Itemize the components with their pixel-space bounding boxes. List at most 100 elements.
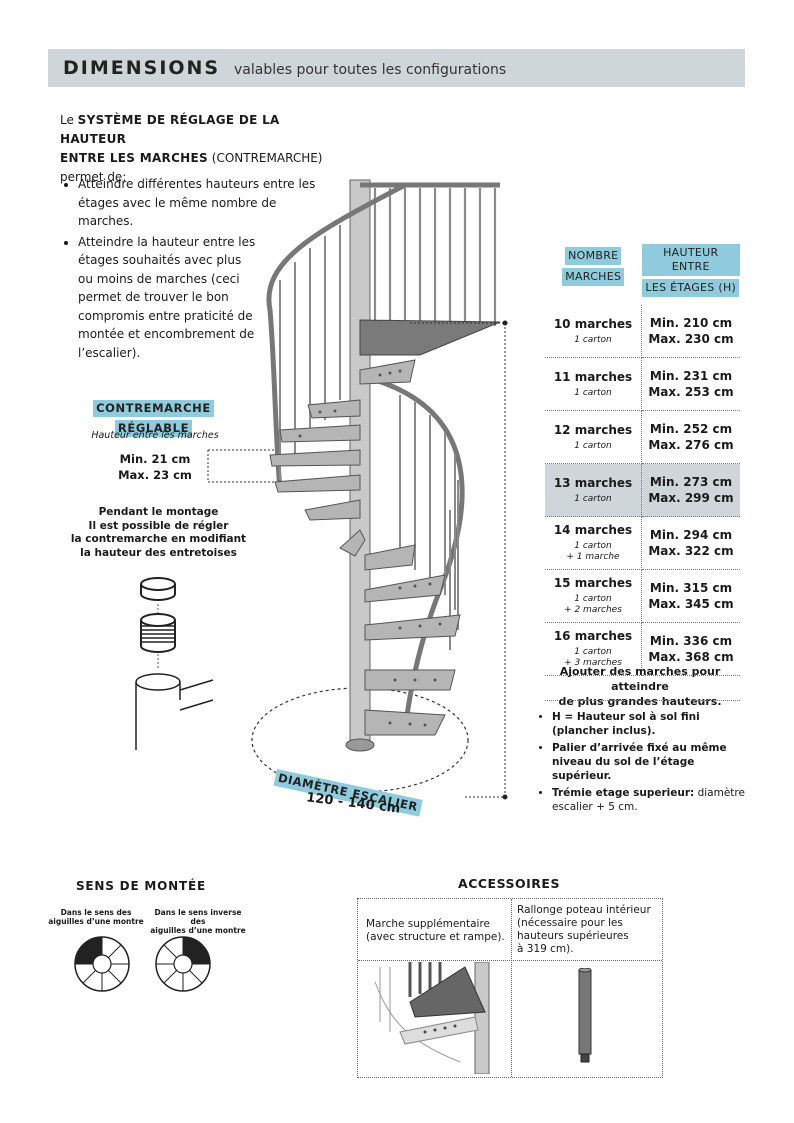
intro-prefix: Le [60,113,78,127]
row-extra: + 3 marches [564,658,622,668]
row-min: Min. 315 cm [649,581,733,595]
height-dimension [410,322,506,798]
header-label: MARCHES [562,268,625,286]
step [274,474,361,493]
row-steps: 10 marches [553,316,633,331]
counterclockwise-label-line: Dans le sens inverse des [154,908,242,926]
row-max: Max. 299 cm [648,491,734,505]
climb-direction-title: SENS DE MONTÉE [75,879,206,893]
note-bold: Trémie etage superieur: [552,787,695,799]
intro-bold-1: SYSTÈME DE RÉGLAGE DE LA HAUTEUR [60,113,280,146]
row-extra: + 1 marche [566,552,620,562]
step [364,669,456,691]
riser-dimension [207,449,275,483]
note-item: Trémie etage superieur: diamètre escalie… [552,786,752,814]
contremarche-subtitle: Hauteur entre les marches [91,430,219,441]
clockwise-label-line: Dans le sens des [60,908,132,917]
section-header: DIMENSIONS valables pour toutes les conf… [48,49,745,87]
accessory-line: à 319 cm). [517,943,574,955]
divider [545,700,740,701]
step [307,399,361,419]
top-landing [359,319,501,356]
counterclockwise-diagram-icon [155,936,211,992]
table-header-steps: NOMBRE MARCHES [545,244,642,305]
table-header-height: HAUTEUR ENTRE LES ÉTAGES (H) [641,244,740,305]
accessory-line: (avec structure et rampe). [366,931,505,943]
accessories-title: ACCESSOIRES [458,876,560,891]
row-extra: + 2 marches [564,605,622,615]
row-max: Max. 368 cm [648,650,734,664]
montage-line: Pendant le montage [98,506,219,518]
row-carton: 1 carton [574,334,612,345]
step [269,449,361,467]
add-steps-line: de plus grandes hauteurs. [558,695,722,708]
contremarche-tag: CONTREMARCHE RÉGLABLE [86,397,221,437]
step [359,359,416,385]
accessory-extra-step: Marche supplémentaire (avec structure et… [366,918,506,944]
accessory-line: hauteurs supérieures [517,930,629,942]
montage-line: la contremarche en modifiant [70,533,247,545]
row-carton: 1 carton [574,541,612,551]
pole-extension-illustration [578,968,592,1063]
contremarche-tag-line2: RÉGLABLE [114,420,193,437]
counterclockwise-label: Dans le sens inverse des aiguilles d’une… [148,908,248,935]
row-steps: 16 marches [553,629,633,643]
floor-diameter-ellipse [251,687,469,793]
row-carton: 1 carton [574,387,612,398]
note-item: Palier d’arrivée fixé au même niveau du … [552,741,752,783]
montage-line: la hauteur des entretoises [80,546,237,559]
accessory-line: (nécessaire pour les [517,917,623,929]
row-min: Min. 273 cm [649,475,733,489]
spacer-parts-illustration [135,577,214,750]
notes-list: H = Hauteur sol à sol fini (plancher inc… [540,710,752,817]
feature-list: Atteindre différentes hauteurs entre les… [60,175,358,364]
header-label: LES ÉTAGES (H) [642,279,740,297]
step [364,544,416,571]
header-title: DIMENSIONS [63,57,221,79]
header-label: HAUTEUR ENTRE [641,244,740,276]
row-steps: 11 marches [553,369,633,384]
row-max: Max. 345 cm [648,597,734,611]
spiral-staircase-illustration [207,179,508,800]
intro-text: Le SYSTÈME DE RÉGLAGE DE LA HAUTEUR ENTR… [60,111,340,187]
row-min: Min. 210 cm [649,316,733,330]
row-steps: 15 marches [553,576,633,590]
step [364,614,461,641]
table-row: 11 marches 1 carton Min. 231 cm Max. 253 c… [545,357,740,411]
step [339,529,366,557]
step [304,499,361,521]
note-bold: H = Hauteur sol à sol fini (plancher inc… [552,711,700,737]
feature-item: Atteindre la hauteur entre les étages so… [78,233,258,363]
step [279,424,361,443]
row-min: Min. 231 cm [649,369,733,383]
accessories-grid [357,898,663,1078]
clockwise-label: Dans le sens des aiguilles d’une montre [46,908,146,926]
accessory-line: Marche supplémentaire [366,918,490,930]
header-label: NOMBRE [565,247,622,265]
row-max: Max. 276 cm [648,438,734,452]
montage-note: Pendant le montage Il est possible de ré… [66,506,251,560]
row-max: Max. 253 cm [648,385,734,399]
contremarche-max: Max. 23 cm [118,468,192,482]
header-subtitle: valables pour toutes les configurations [234,62,507,78]
accessory-line: Rallonge poteau intérieur [517,904,651,916]
row-max: Max. 322 cm [648,544,734,558]
add-steps-line: Ajouter des marches pour atteindre [559,665,721,693]
row-min: Min. 252 cm [649,422,733,436]
intro-paren: (CONTREMARCHE) [207,151,323,165]
intro-bold-2: ENTRE LES MARCHES [60,151,208,165]
row-min: Min. 336 cm [649,634,733,648]
handrail [266,182,407,491]
note-rest: diamètre escalier + 5 cm. [552,787,745,813]
row-steps: 12 marches [553,422,633,437]
row-carton: 1 carton [574,493,612,504]
row-carton: 1 carton [574,440,612,451]
intro-suffix: permet de: [60,170,127,184]
step [364,709,446,736]
note-bold: Palier d’arrivée fixé au même niveau du … [552,742,727,782]
step [364,574,446,603]
row-steps: 14 marches [553,523,633,537]
